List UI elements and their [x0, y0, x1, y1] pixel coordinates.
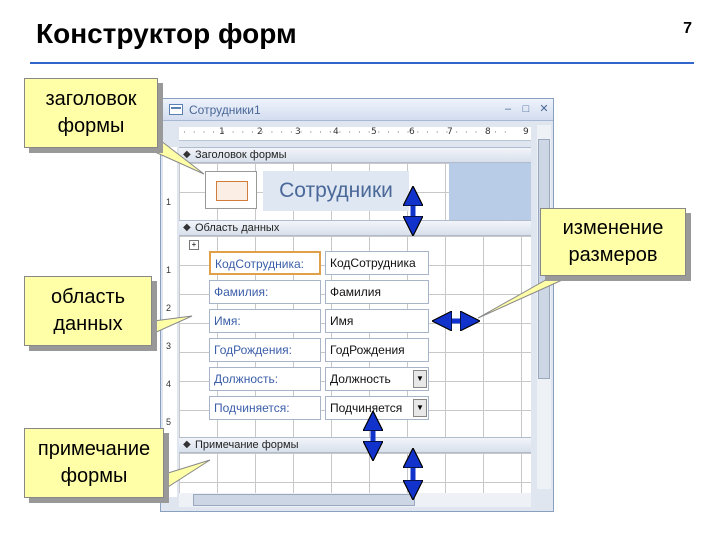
callout-detail: область данных [24, 276, 152, 346]
callout-detail-text: область данных [50, 286, 126, 335]
field-combobox[interactable]: Должность [325, 367, 429, 391]
close-icon[interactable]: ✕ [539, 103, 549, 115]
ruler-tick: 1 [166, 265, 172, 275]
callout-resize-text: изменение размеров [562, 217, 664, 266]
ruler-tick: 2 [166, 303, 172, 313]
field-textbox[interactable]: ГодРождения [325, 338, 429, 362]
section-arrow-icon: ◆ [183, 222, 191, 233]
callout-header: заголовок формы [24, 78, 158, 148]
header-background [449, 163, 531, 220]
section-header-bar[interactable]: ◆ Заголовок формы [179, 147, 531, 163]
ruler-tick: 4 [166, 379, 172, 389]
ruler-tick: 3 [295, 127, 301, 137]
minimize-icon[interactable]: – [504, 103, 512, 115]
detail-area[interactable]: + КодСотрудника: КодСотрудника Фамилия: … [179, 236, 531, 440]
callout-footer: примечание формы [24, 428, 164, 498]
section-detail-bar[interactable]: ◆ Область данных [179, 220, 531, 236]
callout-footer-text: примечание формы [37, 438, 151, 487]
ruler-tick: 1 [219, 127, 225, 137]
ruler-tick: 9 [523, 127, 529, 137]
horizontal-scroll-thumb[interactable] [193, 494, 415, 506]
field-textbox[interactable]: Фамилия [325, 280, 429, 304]
form-header-area[interactable]: Сотрудники [179, 163, 531, 220]
dropdown-arrow-icon[interactable]: ▼ [413, 370, 427, 388]
field-textbox[interactable]: Имя [325, 309, 429, 333]
form-logo-image[interactable] [205, 171, 257, 209]
callout-header-text: заголовок формы [45, 88, 137, 137]
field-label[interactable]: Фамилия: [209, 280, 321, 304]
title-divider [30, 62, 694, 64]
field-label[interactable]: Должность: [209, 367, 321, 391]
dropdown-arrow-icon[interactable]: ▼ [413, 399, 427, 417]
move-handle-icon[interactable]: + [189, 240, 199, 250]
ruler-tick: 3 [166, 341, 172, 351]
ruler-tick: 4 [333, 127, 339, 137]
section-arrow-icon: ◆ [183, 149, 191, 160]
slide-title: Конструктор форм [36, 18, 297, 49]
section-detail-label: Область данных [195, 222, 280, 234]
ruler-tick: 2 [257, 127, 263, 137]
ruler-tick: 1 [166, 197, 172, 207]
form-header-label[interactable]: Сотрудники [263, 171, 409, 211]
window-title: Сотрудники1 [189, 103, 261, 117]
form-footer-area[interactable] [179, 453, 531, 497]
ruler-tick: 5 [371, 127, 377, 137]
field-textbox[interactable]: КодСотрудника [325, 251, 429, 275]
section-header-label: Заголовок формы [195, 149, 287, 161]
field-label[interactable]: Имя: [209, 309, 321, 333]
field-label[interactable]: КодСотрудника: [209, 251, 321, 275]
horizontal-ruler: · · · · · · · · · · · · · · · · · · · · … [179, 127, 531, 141]
field-label[interactable]: Подчиняется: [209, 396, 321, 420]
window-titlebar[interactable]: Сотрудники1 – □ ✕ [161, 99, 553, 121]
ruler-tick: 8 [485, 127, 491, 137]
section-arrow-icon: ◆ [183, 439, 191, 450]
callout-resize: изменение размеров [540, 208, 686, 276]
horizontal-scrollbar[interactable] [179, 493, 531, 507]
section-footer-label: Примечание формы [195, 439, 299, 451]
maximize-icon[interactable]: □ [522, 103, 530, 115]
section-footer-bar[interactable]: ◆ Примечание формы [179, 437, 531, 453]
form-icon [169, 104, 183, 115]
ruler-tick: 6 [409, 127, 415, 137]
ruler-marks: · · · · · · · · · · · · · · · · · · · · … [183, 128, 509, 138]
ruler-tick: 5 [166, 417, 172, 427]
field-label[interactable]: ГодРождения: [209, 338, 321, 362]
ruler-tick: 7 [447, 127, 453, 137]
page-number: 7 [683, 20, 692, 37]
